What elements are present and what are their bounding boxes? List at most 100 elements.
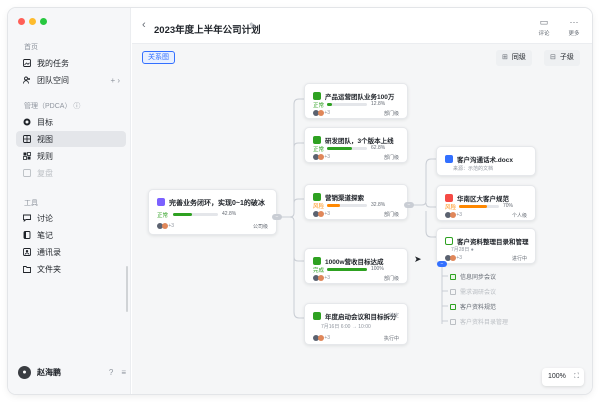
- sidebar-item-label: 复盘: [37, 168, 53, 178]
- subtask-item[interactable]: 信息同步会议: [450, 272, 496, 281]
- members: +3: [157, 223, 174, 229]
- collapse-toggle[interactable]: −: [272, 214, 282, 220]
- goal-card[interactable]: 产品运营团队业务100万 正常 12.8% +3 部门级: [304, 83, 408, 119]
- progress-value: 32.8%: [371, 202, 386, 208]
- sidebar-item-discuss[interactable]: 讨论: [16, 210, 126, 226]
- team-icon: [23, 76, 31, 84]
- add-plus-icon[interactable]: + ›: [110, 75, 120, 85]
- avatar: [313, 154, 319, 160]
- page-title: 2023年度上半年公司计划: [154, 25, 261, 36]
- relation-view-chip[interactable]: 关系图: [142, 51, 175, 64]
- help-icon[interactable]: ?: [108, 367, 114, 377]
- avatar: [445, 212, 451, 218]
- avatar: [318, 335, 324, 341]
- progress-fill: [459, 205, 487, 208]
- subtask-item[interactable]: 客户资料规范: [450, 302, 496, 311]
- goal-card[interactable]: 研发团队，3个版本上线 正常 62.8% +3 部门级: [304, 127, 408, 163]
- sidebar-item-folders[interactable]: 文件夹: [16, 261, 126, 277]
- subtask-item[interactable]: 需求调研会议: [450, 287, 496, 296]
- connector-lines: [277, 98, 448, 324]
- sidebar-item-goals[interactable]: 目标: [16, 114, 126, 130]
- same-level-button[interactable]: ⊞同级: [496, 50, 532, 66]
- sidebar-item-label: 通讯录: [37, 247, 61, 257]
- folder-icon: [23, 265, 31, 273]
- subtask-item[interactable]: 客户资料目录管理: [450, 317, 508, 326]
- help-icon[interactable]: ⓘ: [73, 103, 81, 110]
- more-dots-icon: ···: [569, 17, 579, 27]
- level-tag: 个人级: [511, 213, 527, 219]
- section-tools-label: 工具: [24, 200, 38, 207]
- checkbox-icon[interactable]: [450, 303, 456, 310]
- goal-card[interactable]: 1000w营收目标达成 完成 100% +3 部门级: [304, 248, 408, 284]
- zoom-control[interactable]: 100% ⛶: [542, 368, 584, 386]
- task-title: 客户资料整理目录和管理: [445, 236, 529, 246]
- sidebar-item-notes[interactable]: 笔记: [16, 227, 126, 243]
- checkbox-icon[interactable]: [445, 237, 453, 245]
- avatar: [313, 275, 319, 281]
- sidebar-scrollbar[interactable]: [126, 266, 128, 312]
- avatar: [318, 211, 324, 217]
- avatar: [313, 335, 319, 341]
- fullscreen-icon[interactable]: ⛶: [574, 373, 579, 380]
- checkbox-icon[interactable]: [450, 288, 456, 295]
- progress-fill: [327, 268, 367, 271]
- status-badge: 完成: [313, 268, 325, 274]
- sidebar-item-label: 讨论: [37, 213, 53, 223]
- pencil-icon[interactable]: ✎: [249, 21, 257, 31]
- checkbox-icon[interactable]: [450, 273, 456, 280]
- close-window-button[interactable]: [18, 18, 25, 25]
- avatar: ●: [18, 365, 31, 379]
- checkbox-icon[interactable]: [450, 318, 456, 325]
- collapse-toggle[interactable]: −: [437, 261, 447, 267]
- status-badge: 正常: [313, 147, 325, 153]
- level-tag: 部门级: [383, 111, 399, 117]
- progress-bar: [173, 213, 218, 216]
- grid-icon: [23, 152, 31, 160]
- sidebar-item-rules[interactable]: 规则: [16, 148, 126, 164]
- chat-icon: [23, 214, 31, 222]
- app-window: 首页 我的任务 团队空间 + › 管理（PDCA） ⓘ 目标 视图 规则 复盘 …: [8, 8, 592, 394]
- back-arrow-icon[interactable]: ‹: [142, 19, 146, 31]
- zoom-window-button[interactable]: [40, 18, 47, 25]
- zoom-level: 100%: [548, 373, 566, 380]
- goal-card[interactable]: 营销渠道探索 风险 32.8% +3 部门级: [304, 184, 408, 220]
- goal-icon: [157, 198, 165, 206]
- doc-card[interactable]: 客户沟通话术.docx 来源：示范的文档: [436, 146, 536, 176]
- main-area: ‹ 2023年度上半年公司计划 ✎ ▭ 评论 ··· 更多 关系图 ⊞同级 ⊟子…: [132, 8, 592, 394]
- meeting-card[interactable]: 年度启动会议和目标拆分 待定 7月16日 6:00 → 10:00 +3 执行中: [304, 303, 408, 345]
- avatar: [318, 275, 324, 281]
- menu-icon[interactable]: ≡: [121, 367, 126, 377]
- relation-canvas[interactable]: 完善业务闭环，实现0~1的破冰 正常 42.8% +3 公司级 − 产品运营团队…: [132, 71, 592, 394]
- sidebar-item-view[interactable]: 视图: [16, 131, 126, 147]
- sidebar-item-team-space[interactable]: 团队空间 + ›: [16, 72, 126, 88]
- sidebar-item-review[interactable]: 复盘: [16, 165, 126, 181]
- progress-value: 12.8%: [371, 101, 386, 107]
- members: +3: [313, 275, 330, 281]
- user-profile[interactable]: ● 赵海鹏 ? ≡: [18, 363, 126, 381]
- goal-title: 产品运营团队业务100万: [313, 91, 394, 101]
- image-icon: [23, 59, 31, 67]
- doc-source: 来源：示范的文档: [453, 166, 494, 172]
- sidebar-item-label: 团队空间: [37, 75, 69, 85]
- more-button[interactable]: ··· 更多: [563, 17, 585, 38]
- progress-bar: [327, 204, 367, 207]
- minimize-window-button[interactable]: [29, 18, 36, 25]
- calendar-icon: [313, 312, 321, 320]
- progress-bar: [327, 268, 367, 271]
- view-toolbar: 关系图 ⊞同级 ⊟子级: [132, 45, 592, 71]
- root-goal-card[interactable]: 完善业务闭环，实现0~1的破冰 正常 42.8% +3 公司级: [148, 189, 277, 235]
- level-tag: 部门级: [383, 155, 399, 161]
- sidebar-item-my-tasks[interactable]: 我的任务: [16, 55, 126, 71]
- task-card[interactable]: 客户资料整理目录和管理 7月28日 ● +3 进行中: [436, 228, 536, 264]
- goal-card[interactable]: 华南区大客户规范 风险 70% +3 个人级: [436, 185, 536, 221]
- level-tag: 部门级: [383, 212, 399, 218]
- sidebar-item-contacts[interactable]: 通讯录: [16, 244, 126, 260]
- collapse-toggle[interactable]: −: [404, 202, 414, 208]
- window-controls: [18, 18, 47, 25]
- child-level-button[interactable]: ⊟子级: [544, 50, 580, 66]
- avatar: [313, 110, 319, 116]
- comment-button[interactable]: ▭ 评论: [533, 18, 555, 38]
- goal-title: 华南区大客户规范: [445, 193, 509, 203]
- members: +3: [445, 255, 462, 261]
- level-tag: 公司级: [252, 224, 268, 230]
